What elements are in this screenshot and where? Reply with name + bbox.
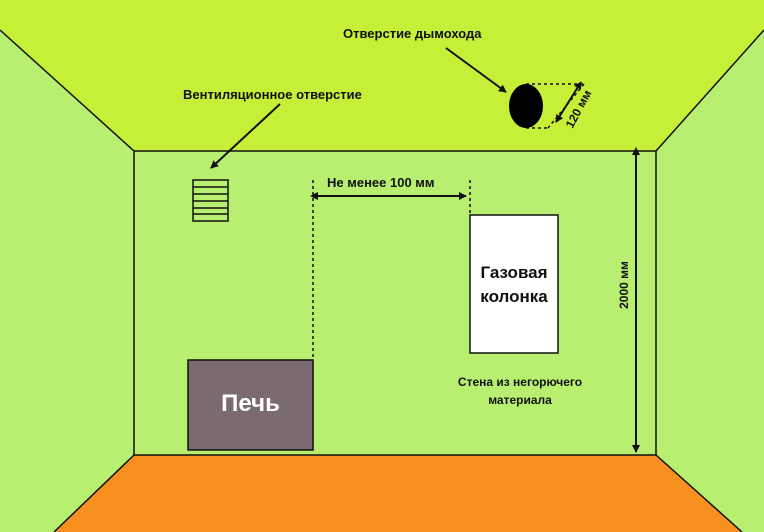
min-distance-label: Не менее 100 мм — [327, 175, 435, 190]
floor — [54, 455, 742, 532]
vent-grille — [192, 179, 229, 222]
chimney-hole — [509, 84, 543, 128]
stove — [187, 359, 314, 451]
distance-dashed-guides — [312, 180, 471, 360]
gas-heater-label: Газовая колонка — [470, 250, 558, 320]
chimney-hole-label: Отверстие дымохода — [343, 26, 482, 41]
room-edges — [0, 29, 764, 532]
ceiling — [0, 0, 764, 151]
chimney-diameter-arrow — [555, 81, 582, 123]
wall-note-line1: Стена из негорючего — [457, 375, 583, 389]
left-wall — [0, 30, 134, 532]
gas-heater — [469, 214, 559, 354]
right-wall — [656, 30, 764, 532]
wall-note: Стена из негорючего материала — [430, 372, 610, 410]
vent-hole-label: Вентиляционное отверстие — [183, 87, 362, 102]
wall-note-line2: материала — [488, 393, 552, 407]
chimney-pointer-arrow — [445, 47, 507, 93]
height-label: 2000 мм — [617, 261, 631, 309]
gas-heater-label-line2: колонка — [480, 287, 548, 306]
gas-heater-label-line1: Газовая — [480, 263, 548, 282]
vent-pointer-arrow — [210, 103, 281, 169]
stove-label: Печь — [221, 390, 280, 417]
